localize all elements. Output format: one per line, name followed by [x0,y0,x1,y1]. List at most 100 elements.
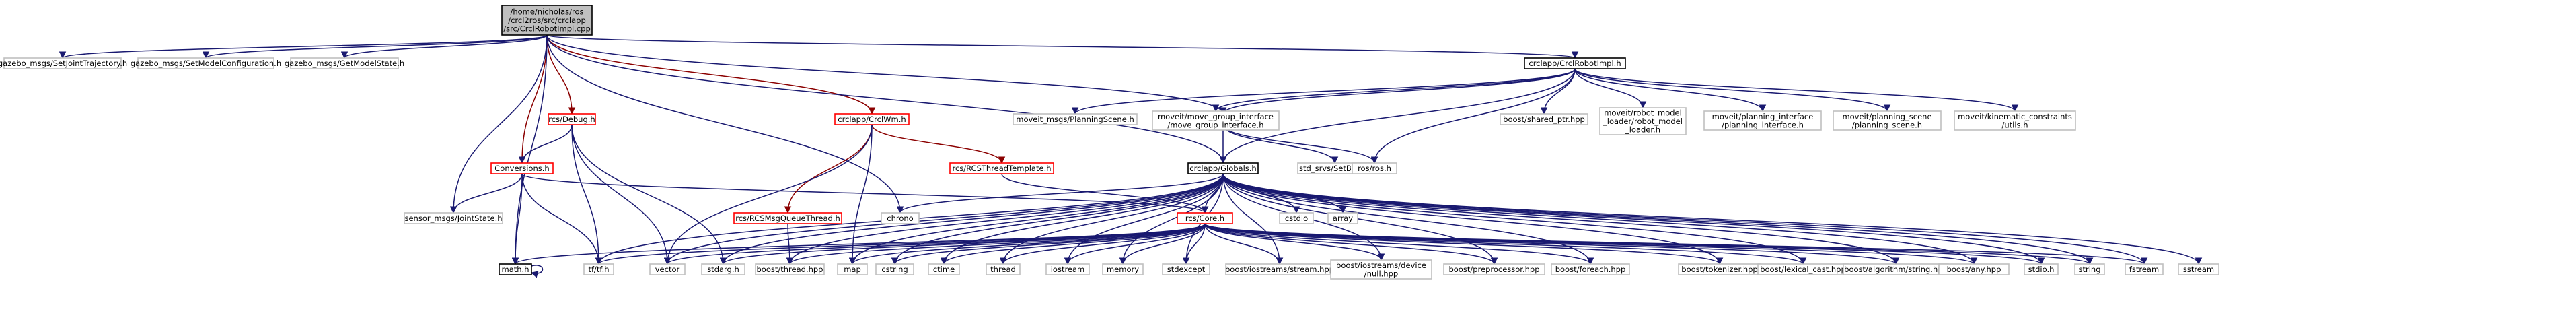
node-box [1352,162,1397,174]
node-sstream: sstream [2178,263,2219,275]
node-box [834,113,910,125]
node-shared-ptr: boost/shared_ptr.hpp [1500,113,1588,125]
node-label: boost/algorithm/string.hpp [1844,265,1948,274]
node-label: boost/any.hpp [1947,265,2001,274]
node-root[interactable]: /home/nicholas/ros/crcl2ros/src/crclapp/… [501,5,593,36]
include-edge-crcl-robot-impl-to-planning-scene-if [1574,68,1891,112]
include-edge-rcs-core-to-iostreams-device [1204,223,1385,261]
node-stdexcept: stdexcept [1162,263,1210,275]
include-edge-crcl-robot-impl-to-robot-model-loader [1574,68,1647,109]
include-edge-debug-to-stdarg [571,124,727,265]
node-label: /home/nicholas/ros [510,7,583,17]
node-math[interactable]: math.h [499,263,532,275]
node-label: _loader.h [1625,125,1660,135]
node-box [875,263,914,275]
node-label: tf/tf.h [588,265,609,274]
include-edge-debug-to-vector [571,124,671,265]
include-edge-root-to-crcl-wm [546,34,876,115]
node-stdarg: stdarg.h [701,263,745,275]
include-edge-rcs-core-to-tokenizer [1204,223,1724,265]
include-edge-crcl-wm-to-rcs-msg-queue [784,124,873,214]
include-edge-root-to-debug [546,34,576,115]
node-cstring: cstring [875,263,914,275]
node-map: map [837,263,868,275]
node-chrono: chrono [881,212,920,224]
include-edge-globals-to-thread [999,173,1224,265]
node-label: gazebo_msgs/SetModelConfiguration.h [131,59,281,68]
include-edge-globals-to-iostreams-stream [1222,173,1284,265]
node-box [490,162,554,174]
node-box [290,57,399,69]
include-edge-root-to-conversions [518,34,548,164]
node-label: moveit/planning_scene [1842,112,1931,121]
include-edge-rcs-core-to-cstring [891,223,1206,265]
node-box [499,263,532,275]
node-array: array [1327,212,1358,224]
include-edge-debug-to-tftf [571,124,603,265]
node-thread: thread [986,263,1021,275]
node-label: /utils.h [2002,120,2028,129]
node-crcl-wm[interactable]: crclapp/CrclWm.h [834,113,910,125]
include-edge-conversions-to-math [511,173,523,265]
node-box [701,263,745,275]
include-edge-rcs-core-to-boost-thread [786,223,1206,265]
node-box [986,263,1021,275]
include-edge-gripper-to-std-srvs [1222,124,1339,164]
include-edge-root-to-set-model-conf [203,34,548,59]
include-edge-root-to-globals [546,34,1227,164]
include-edge-conversions-to-rcs-core [521,173,1208,214]
node-conversions[interactable]: Conversions.h [490,162,554,174]
node-label: crclapp/Globals.h [1189,164,1256,173]
include-edge-crcl-robot-impl-to-move-group [1212,68,1576,112]
node-label: /planning_scene.h [1852,120,1922,129]
node-iostream: iostream [1045,263,1090,275]
include-edge-rcs-core-to-stdarg [719,223,1206,265]
include-edge-crcl-wm-to-rcs-thread-template [871,124,1006,164]
node-box [2125,263,2164,275]
node-label: ros/ros.h [1358,164,1391,173]
node-box [2178,263,2219,275]
node-tokenizer: boost/tokenizer.hpp [1678,263,1761,275]
node-box [1330,259,1432,280]
node-box [1443,263,1545,275]
node-label: vector [655,265,680,274]
node-iostreams-device: boost/iostreams/device/null.hpp [1330,259,1432,280]
node-vector: vector [649,263,686,275]
node-boost-any: boost/any.hpp [1938,263,2010,275]
node-rcs-thread-template[interactable]: rcs/RCSThreadTemplate.h [949,162,1054,174]
node-ros: ros/ros.h [1352,162,1397,174]
node-debug[interactable]: rcs/Debug.h [548,113,596,125]
include-edge-crcl-robot-impl-to-kinematic-constraints [1574,68,2019,112]
node-rcs-core[interactable]: rcs/Core.h [1177,212,1233,224]
node-label: moveit/kinematic_constraints [1958,112,2072,121]
node-label: string [2078,265,2100,274]
include-edge-rcs-core-to-vector [664,223,1206,265]
node-crcl-robot-impl[interactable]: crclapp/CrclRobotImpl.h [1524,57,1626,69]
node-box [583,263,614,275]
node-label: gazebo_msgs/SetJointTrajectory.h [0,59,127,68]
node-label: gazebo_msgs/GetModelState.h [285,59,404,68]
include-edge-rcs-core-to-iostreams-stream [1204,223,1284,265]
node-tftf: tf/tf.h [583,263,614,275]
include-edge-conversions-to-joint-state [449,173,523,214]
node-box [1954,110,2076,131]
node-rcs-msg-queue[interactable]: rcs/RCSMsgQueueThread.h [733,212,842,224]
node-globals[interactable]: crclapp/Globals.h [1187,162,1259,174]
node-label: Conversions.h [494,164,549,173]
node-label: boost/thread.hpp [757,265,823,274]
include-edge-rcs-core-to-memory [1119,223,1206,265]
node-box [649,263,686,275]
include-edge-globals-to-foreach [1222,173,1594,265]
node-box [837,263,868,275]
node-label: memory [1107,265,1139,274]
include-edge-root-to-crcl-robot-impl [546,34,1578,59]
include-edge-root-to-set-joint-traj [59,34,548,59]
include-edge-rcs-core-to-foreach [1204,223,1594,265]
node-label: ctime [933,265,955,274]
include-edge-crcl-robot-impl-to-gripper [1219,68,1576,115]
node-box [1279,212,1314,224]
node-label: thread [990,265,1016,274]
node-box [1524,57,1626,69]
node-stdio: stdio.h [2024,263,2059,275]
